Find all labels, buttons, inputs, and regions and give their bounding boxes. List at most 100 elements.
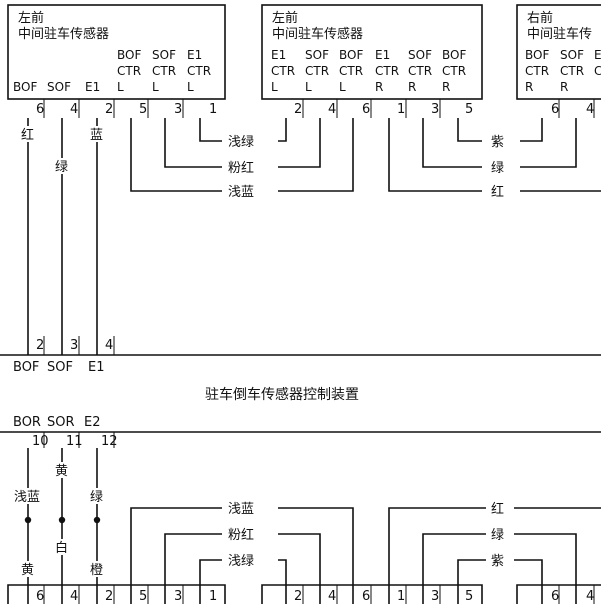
wire-color-label: 红 <box>21 127 34 143</box>
bottom-pin-number: 4 <box>70 589 78 604</box>
wire-green-top <box>422 118 482 168</box>
controller-pin-number: 11 <box>66 434 83 449</box>
splice-dot <box>93 516 101 524</box>
pin-number: 5 <box>465 102 473 117</box>
pin-number: 4 <box>586 102 594 117</box>
splice-dot <box>58 516 66 524</box>
pin-label: L <box>339 80 346 94</box>
pin-number: 2 <box>105 102 113 117</box>
wire-color-label: 浅蓝 <box>228 502 254 517</box>
pin-label: CTR <box>305 64 329 78</box>
wire-color-label: 黄 <box>55 464 68 479</box>
pin-number: 4 <box>328 102 336 117</box>
wire-color-label: 红 <box>491 501 504 517</box>
pin-label: CTR <box>442 64 466 78</box>
wire-color-label: 浅蓝 <box>14 490 40 505</box>
pin-label: E1 <box>85 80 100 94</box>
pin-label: CTR <box>152 64 176 78</box>
sensor3-title-line1: 右前 <box>527 10 553 26</box>
wire-color-label: 浅绿 <box>228 135 254 150</box>
bottom-connector-middle <box>261 584 483 604</box>
pin-label: CTR <box>187 64 211 78</box>
controller-pin-number: 4 <box>105 338 113 353</box>
wire-color-label: 粉红 <box>228 160 254 176</box>
bottom-pin-number: 2 <box>105 589 113 604</box>
wire-color-label: 蓝 <box>90 128 103 143</box>
pin-label: E1 <box>271 48 286 62</box>
wire-light-blue-top <box>130 118 282 192</box>
pin-number: 1 <box>397 102 405 117</box>
sensor1-title-line2: 中间驻车传感器 <box>18 26 109 42</box>
controller-pin-number: 2 <box>36 338 44 353</box>
wire-color-label: 紫 <box>491 135 504 150</box>
sensor1-title-line1: 左前 <box>18 10 44 26</box>
wire-green-top-2 <box>520 118 577 168</box>
pin-label: CTR <box>117 64 141 78</box>
bottom-pin-number: 6 <box>551 589 559 604</box>
pin-number: 6 <box>551 102 559 117</box>
bottom-pin-number: 4 <box>328 589 336 604</box>
pin-label: BOF <box>13 80 37 94</box>
wire-color-label: 浅绿 <box>228 554 254 569</box>
pin-label: E1 <box>375 48 390 62</box>
pin-label: E <box>594 48 601 62</box>
controller-pin-label: SOR <box>47 415 75 430</box>
wire-color-label: 绿 <box>491 161 504 176</box>
pin-label: BOF <box>525 48 549 62</box>
pin-number: 2 <box>294 102 302 117</box>
bottom-pin-number: 2 <box>294 589 302 604</box>
bottom-pin-number: 1 <box>397 589 405 604</box>
pin-label: BOF <box>339 48 363 62</box>
controller-pin-number: 12 <box>101 434 118 449</box>
wire-purple-top <box>457 118 482 142</box>
bottom-connector-left <box>7 584 226 604</box>
controller-pin-label: E2 <box>84 415 101 430</box>
pin-number: 1 <box>209 102 217 117</box>
pin-label: SOF <box>152 48 176 62</box>
pin-label: R <box>560 80 568 94</box>
pin-label: SOF <box>560 48 584 62</box>
pin-label: SOF <box>408 48 432 62</box>
wire-color-label: 黄 <box>21 563 34 578</box>
wire-color-label: 紫 <box>491 554 504 569</box>
sensor-box-left-front <box>7 4 226 100</box>
bottom-pin-number: 5 <box>465 589 473 604</box>
pin-label: C <box>594 64 601 78</box>
bottom-pin-number: 4 <box>586 589 594 604</box>
controller-pin-number: 3 <box>70 338 78 353</box>
pin-label: L <box>152 80 159 94</box>
bottom-pin-number: 3 <box>174 589 182 604</box>
wire-color-label: 粉红 <box>228 527 254 543</box>
controller-pin-number: 10 <box>32 434 49 449</box>
bottom-pin-number: 1 <box>209 589 217 604</box>
bottom-pin-number: 6 <box>36 589 44 604</box>
pin-label: SOF <box>47 80 71 94</box>
pin-label: R <box>375 80 383 94</box>
wire-color-label: 白 <box>55 540 68 556</box>
pin-label: CTR <box>375 64 399 78</box>
bottom-connector-right <box>516 584 601 604</box>
wire-color-label: 绿 <box>491 528 504 543</box>
wire-red-bottom <box>388 507 601 604</box>
wire-color-label: 浅蓝 <box>228 185 254 200</box>
pin-label: CTR <box>560 64 584 78</box>
sensor-box-right-front <box>516 4 601 100</box>
sensor2-title-line2: 中间驻车传感器 <box>272 26 363 42</box>
pin-label: CTR <box>339 64 363 78</box>
pin-label: R <box>525 80 533 94</box>
pin-label: R <box>442 80 450 94</box>
wire-light-green-top-2 <box>282 118 287 142</box>
controller-title: 驻车倒车传感器控制装置 <box>205 386 359 403</box>
wire-color-label: 橙 <box>90 563 103 578</box>
pin-label: SOF <box>305 48 329 62</box>
controller-pin-label: BOF <box>13 360 39 375</box>
pin-number: 3 <box>174 102 182 117</box>
sensor-box-left-front-center <box>261 4 483 100</box>
pin-number: 6 <box>36 102 44 117</box>
wire-color-label: 红 <box>491 184 504 200</box>
pin-label: L <box>117 80 124 94</box>
pin-number: 4 <box>70 102 78 117</box>
sensor3-title-line2: 中间驻车传 <box>527 26 592 42</box>
wire-color-label: 绿 <box>90 490 103 505</box>
